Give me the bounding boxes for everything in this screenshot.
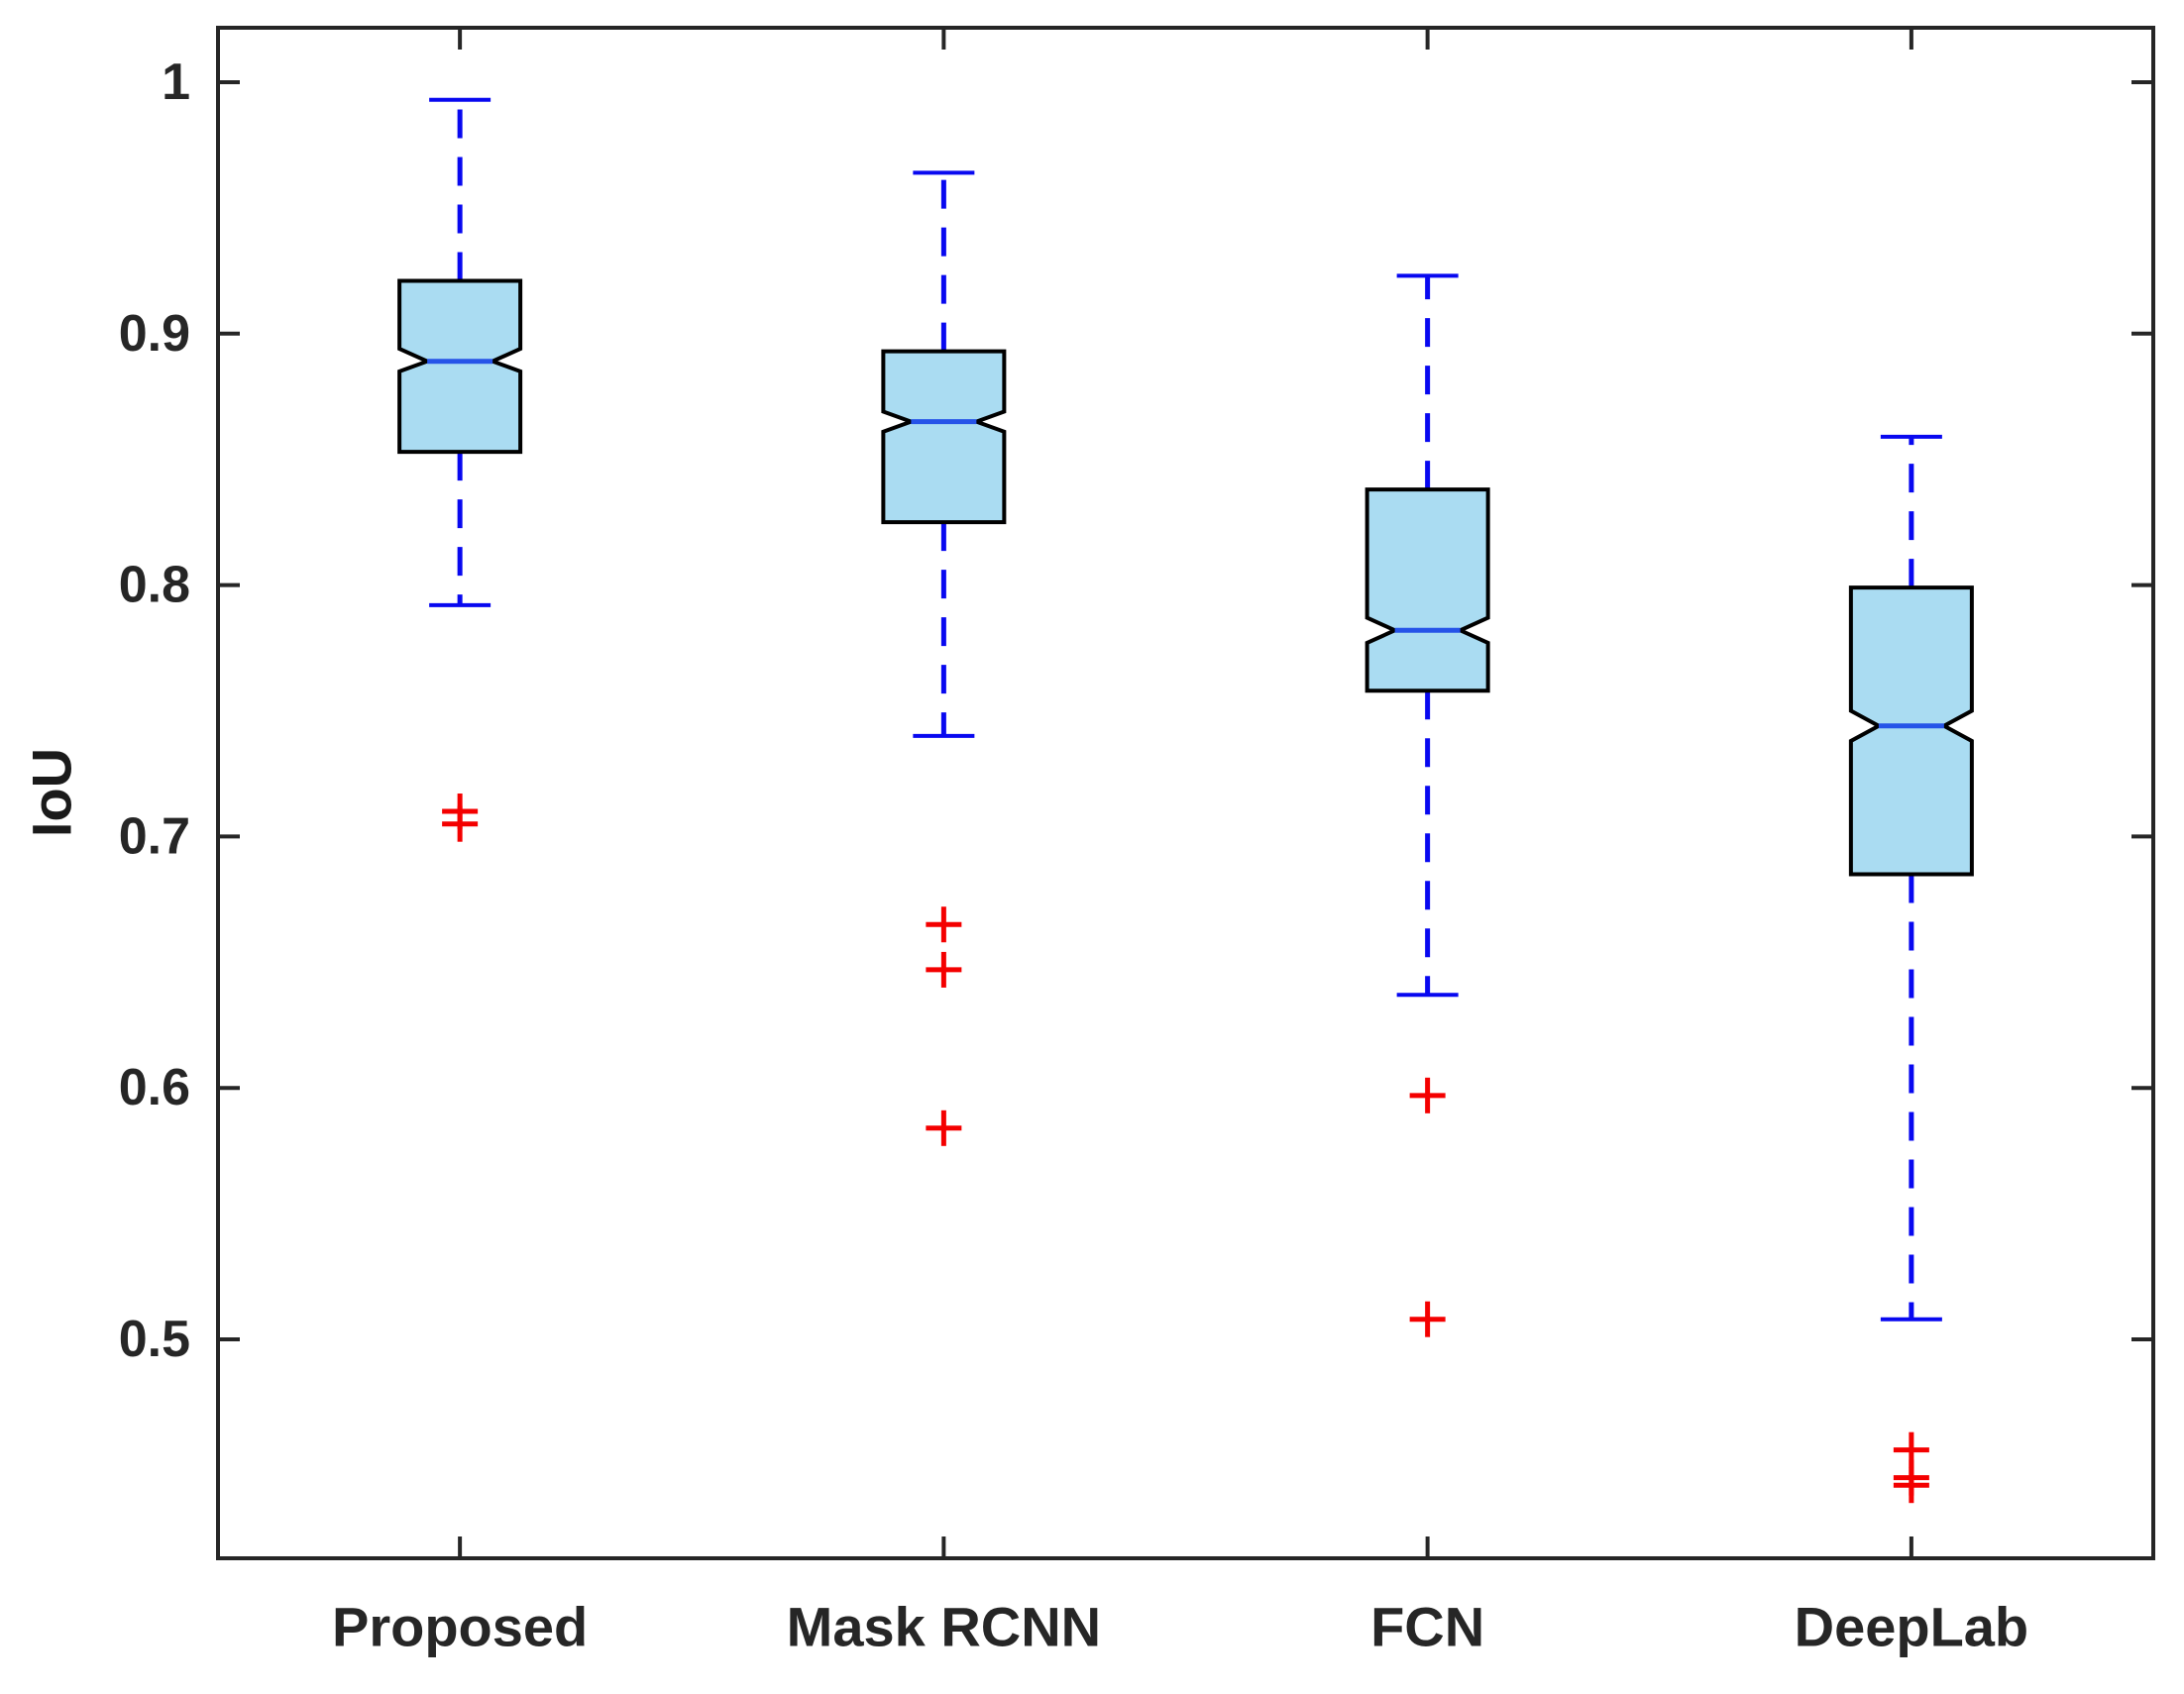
y-tick-label-5: 1 xyxy=(162,53,190,111)
x-tick-label-2: FCN xyxy=(1370,1596,1484,1658)
iqr-box-notched xyxy=(1365,487,1490,693)
box-group-proposed xyxy=(397,97,523,842)
iqr-box-notched xyxy=(397,278,523,455)
y-axis-label: IoU xyxy=(21,748,83,837)
y-tick-label-1: 0.6 xyxy=(119,1059,190,1116)
iqr-box-notched xyxy=(881,349,1007,525)
x-tick-label-3: DeepLab xyxy=(1795,1596,2029,1658)
y-tick-label-4: 0.9 xyxy=(119,305,190,363)
box-group-deeplab xyxy=(1848,434,1974,1504)
x-tick-label-0: Proposed xyxy=(332,1596,588,1658)
y-tick-label-2: 0.7 xyxy=(119,807,190,865)
y-tick-label-3: 0.8 xyxy=(119,557,190,614)
iqr-box-notched xyxy=(1848,585,1974,877)
x-tick-label-1: Mask RCNN xyxy=(787,1596,1101,1658)
box-group-fcn xyxy=(1365,273,1490,1337)
box-group-mask-rcnn xyxy=(881,170,1007,1146)
y-tick-label-0: 0.5 xyxy=(119,1311,190,1368)
axes-box xyxy=(216,26,2155,1560)
plot-area xyxy=(218,28,2153,1558)
